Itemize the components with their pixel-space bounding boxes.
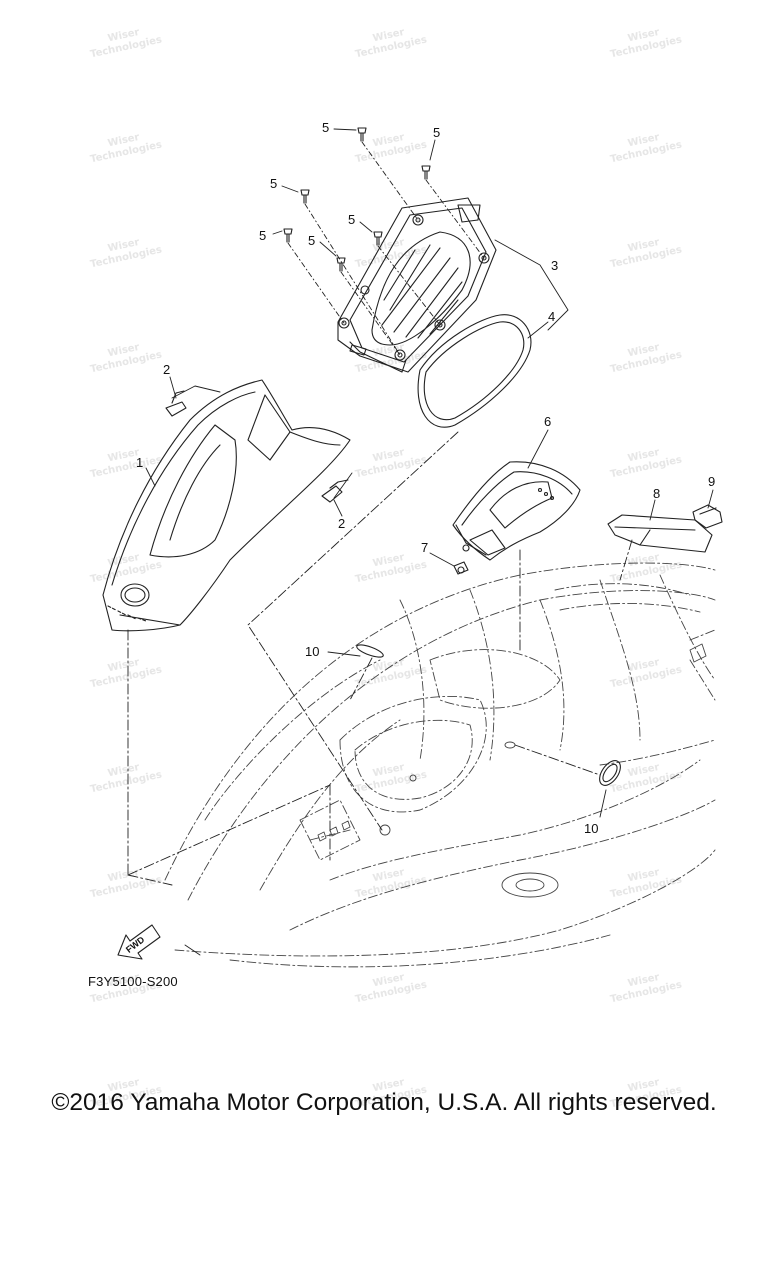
callout-6: 6 bbox=[544, 414, 552, 429]
callout-leaders bbox=[145, 128, 714, 818]
callout-2-lower: 2 bbox=[338, 516, 346, 531]
front-cover bbox=[102, 379, 351, 632]
latch bbox=[692, 504, 723, 529]
callout-7: 7 bbox=[421, 540, 429, 555]
callout-5-c: 5 bbox=[270, 176, 278, 191]
callout-10-left: 10 bbox=[305, 644, 320, 659]
callout-2-upper: 2 bbox=[163, 362, 171, 377]
hatch-seal bbox=[417, 314, 532, 428]
diagram-code: F3Y5100-S200 bbox=[88, 974, 178, 989]
fwd-arrow-icon: FWD bbox=[117, 924, 161, 960]
lid-plate bbox=[607, 514, 713, 553]
hull-outline bbox=[164, 562, 716, 968]
assembly-guide-lines bbox=[127, 431, 633, 886]
hatch-inner-cover bbox=[337, 197, 497, 373]
callout-10-right: 10 bbox=[584, 821, 599, 836]
callout-3: 3 bbox=[551, 258, 559, 273]
callout-5-a: 5 bbox=[322, 120, 330, 135]
callout-4: 4 bbox=[548, 309, 556, 324]
callout-5-f: 5 bbox=[308, 233, 316, 248]
screw-leader-lines bbox=[287, 141, 485, 356]
callout-5-b: 5 bbox=[433, 125, 441, 140]
callout-8: 8 bbox=[653, 486, 661, 501]
hull-stroke-bottom bbox=[184, 944, 201, 956]
callout-1: 1 bbox=[136, 455, 144, 470]
callout-9: 9 bbox=[708, 474, 716, 489]
storage-cover bbox=[452, 461, 581, 561]
copyright-notice: ©2016 Yamaha Motor Corporation, U.S.A. A… bbox=[51, 1089, 717, 1116]
callout-5-e: 5 bbox=[259, 228, 267, 243]
callout-5-d: 5 bbox=[348, 212, 356, 227]
screws bbox=[283, 127, 431, 272]
hull-detail bbox=[317, 643, 707, 898]
clips bbox=[165, 390, 349, 503]
grommet bbox=[453, 561, 469, 575]
drain-plugs bbox=[356, 644, 621, 786]
